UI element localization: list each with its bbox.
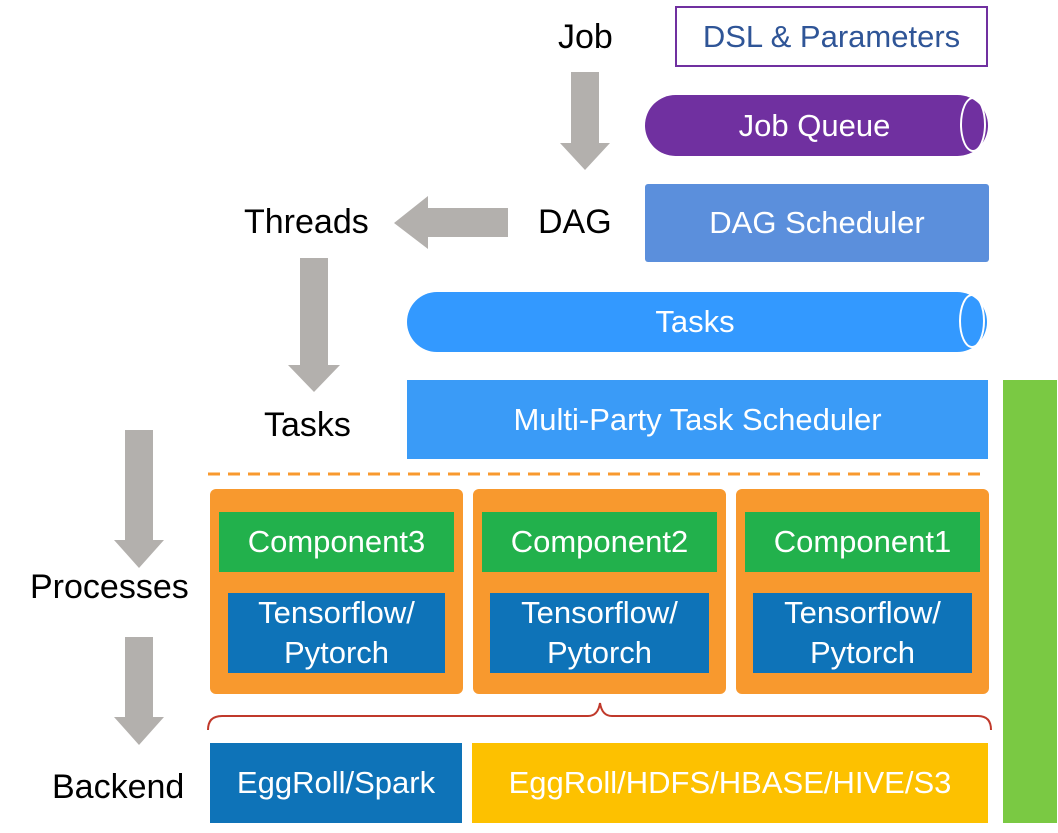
multi-party-scheduler-box: Multi-Party Task Scheduler	[407, 380, 988, 459]
arrow-processes-to-backend	[114, 637, 164, 745]
framework-box: Tensorflow/ Pytorch	[753, 593, 972, 673]
component-name-box: Component1	[745, 512, 980, 572]
arrow-tasks-to-processes	[114, 430, 164, 568]
dag-scheduler-label: DAG Scheduler	[709, 205, 925, 240]
job-queue-cylinder-end	[960, 97, 986, 152]
dsl-parameters-label: DSL & Parameters	[702, 18, 961, 54]
arrow-dag-to-threads	[394, 196, 508, 249]
dag-scheduler-box: DAG Scheduler	[645, 184, 989, 262]
job-queue-label: Job Queue	[738, 107, 891, 143]
tasks-queue-cylinder-end	[959, 294, 985, 348]
framework-box: Tensorflow/ Pytorch	[490, 593, 709, 673]
job-queue-cylinder: Job Queue	[645, 95, 988, 156]
backend-compute-label: EggRoll/Spark	[236, 765, 436, 800]
label-dag: DAG	[538, 203, 612, 241]
backend-compute-box: EggRoll/Spark	[210, 743, 462, 823]
dsl-parameters-box: DSL & Parameters	[675, 6, 988, 67]
side-green-bar	[1003, 380, 1057, 823]
framework-line-2: Pytorch	[809, 635, 916, 670]
component-stack-3: Component3 Tensorflow/ Pytorch	[210, 489, 463, 694]
label-backend: Backend	[52, 768, 185, 806]
component-name: Component1	[773, 524, 952, 559]
framework-line-2: Pytorch	[283, 635, 390, 670]
component-name: Component3	[247, 524, 426, 559]
component-stack-2: Component2 Tensorflow/ Pytorch	[473, 489, 726, 694]
label-tasks: Tasks	[264, 406, 351, 444]
framework-line-1: Tensorflow/	[784, 595, 941, 630]
multi-party-scheduler-label: Multi-Party Task Scheduler	[513, 401, 882, 437]
framework-line-1: Tensorflow/	[521, 595, 678, 630]
framework-line-2: Pytorch	[546, 635, 653, 670]
framework-box: Tensorflow/ Pytorch	[228, 593, 445, 673]
label-threads: Threads	[244, 203, 369, 241]
tasks-queue-cylinder: Tasks	[407, 292, 987, 352]
arrow-job-to-dag	[560, 72, 610, 170]
arrow-threads-to-tasks	[288, 258, 340, 392]
tasks-queue-label: Tasks	[655, 304, 735, 339]
label-job: Job	[558, 18, 613, 56]
backend-storage-label: EggRoll/HDFS/HBASE/HIVE/S3	[508, 765, 952, 800]
components-brace	[207, 702, 992, 731]
backend-storage-box: EggRoll/HDFS/HBASE/HIVE/S3	[472, 743, 988, 823]
component-name: Component2	[510, 524, 689, 559]
component-stack-1: Component1 Tensorflow/ Pytorch	[736, 489, 989, 694]
component-name-box: Component2	[482, 512, 717, 572]
component-name-box: Component3	[219, 512, 454, 572]
framework-line-1: Tensorflow/	[258, 595, 415, 630]
label-processes: Processes	[30, 568, 189, 606]
